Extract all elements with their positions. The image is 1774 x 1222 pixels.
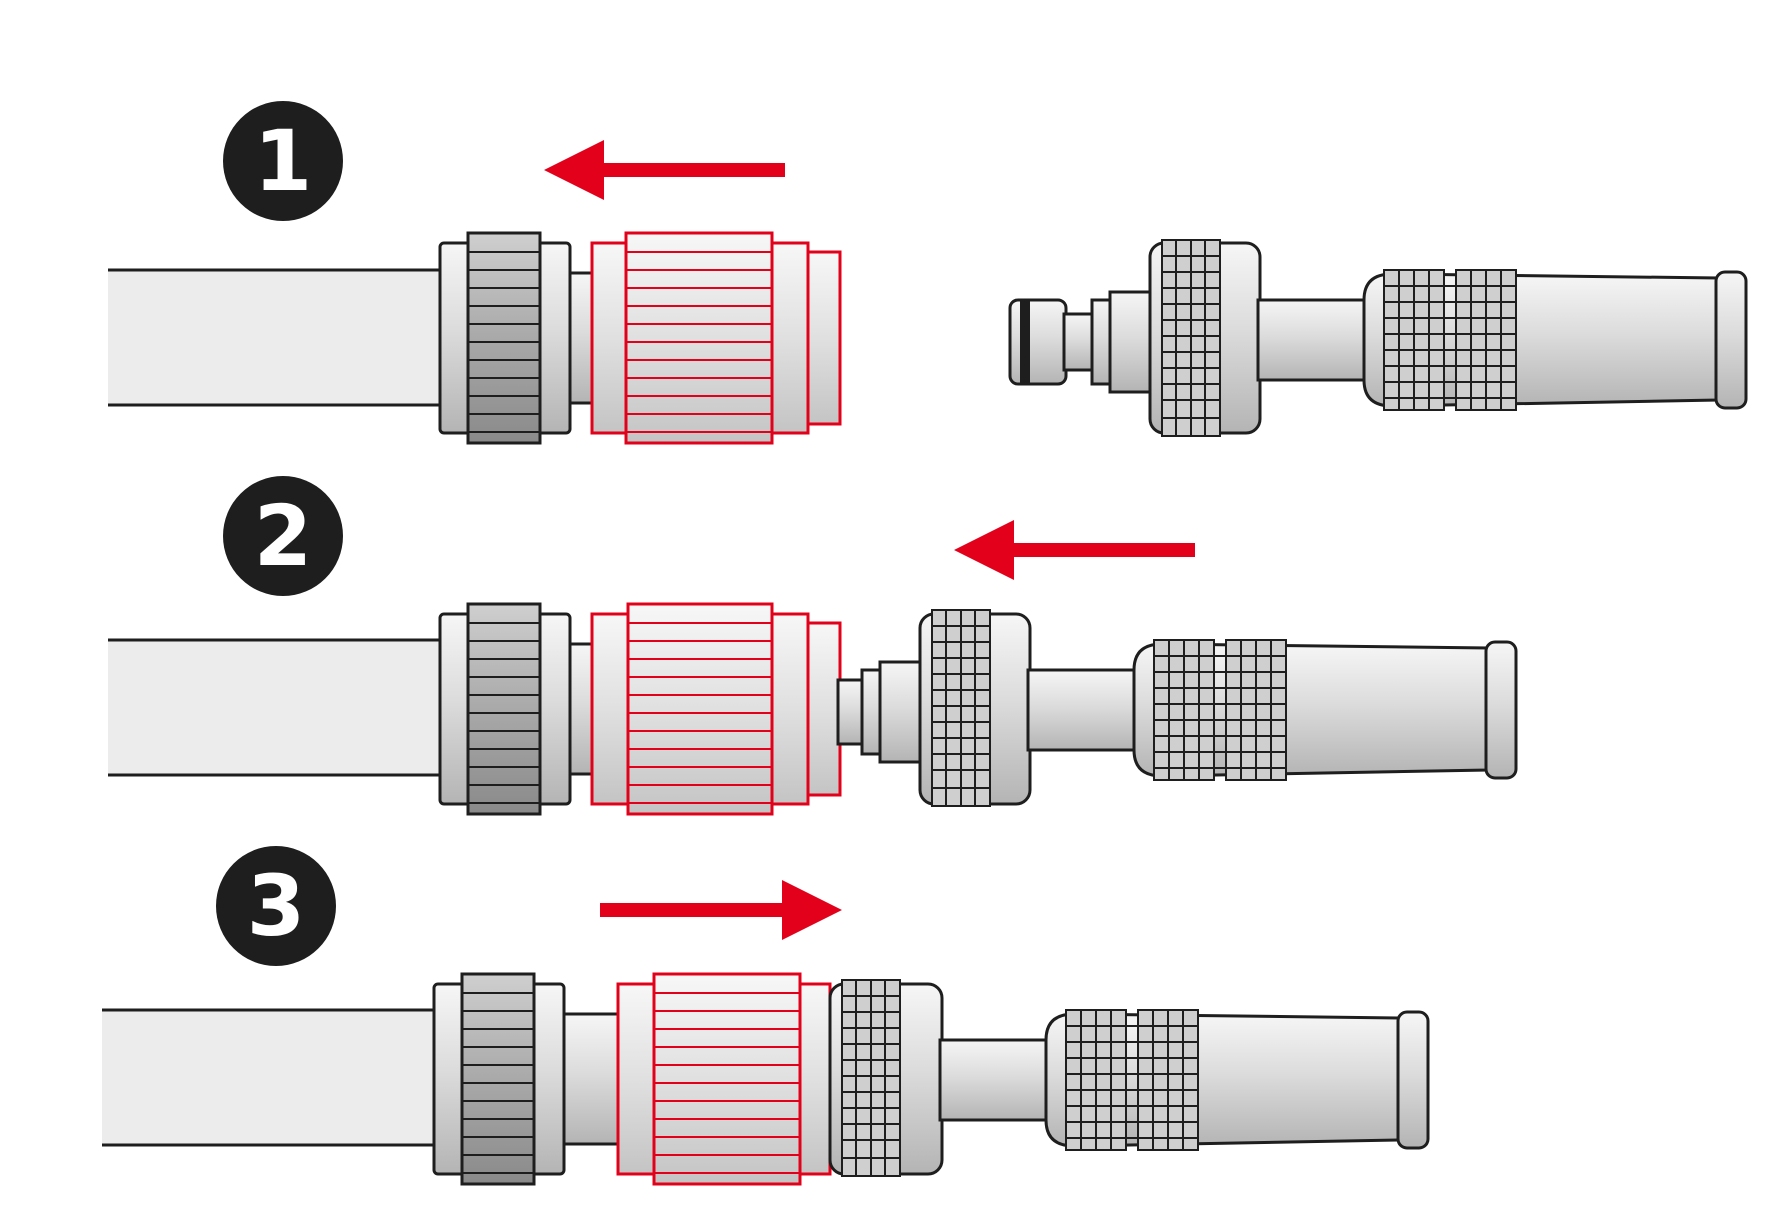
spray-nozzle bbox=[836, 609, 1518, 807]
spray-nozzle bbox=[1008, 239, 1748, 437]
step-3: 3 bbox=[102, 846, 1430, 1186]
arrow-icon bbox=[954, 520, 1195, 580]
knurl-grid bbox=[931, 609, 991, 807]
step-3-badge: 3 bbox=[216, 846, 336, 966]
knurl-grid bbox=[1065, 1009, 1199, 1151]
knurl-grid bbox=[841, 979, 901, 1177]
step-2-badge: 2 bbox=[223, 476, 343, 596]
hose-coupling bbox=[108, 231, 842, 445]
arrow-icon bbox=[544, 140, 785, 200]
hose-coupling bbox=[102, 972, 832, 1186]
spray-nozzle bbox=[828, 979, 1430, 1177]
step-2-number: 2 bbox=[254, 487, 312, 585]
step-1-number: 1 bbox=[254, 112, 312, 210]
knurl-grid bbox=[1153, 639, 1287, 781]
step-2: 2 bbox=[108, 476, 1518, 816]
knurl-grid bbox=[1383, 269, 1517, 411]
hose-coupling bbox=[108, 602, 842, 816]
step-1-badge: 1 bbox=[223, 101, 343, 221]
knurl-grid bbox=[1161, 239, 1221, 437]
step-1: 1 bbox=[108, 101, 1748, 445]
arrow-icon bbox=[600, 880, 842, 940]
step-3-number: 3 bbox=[247, 857, 305, 955]
